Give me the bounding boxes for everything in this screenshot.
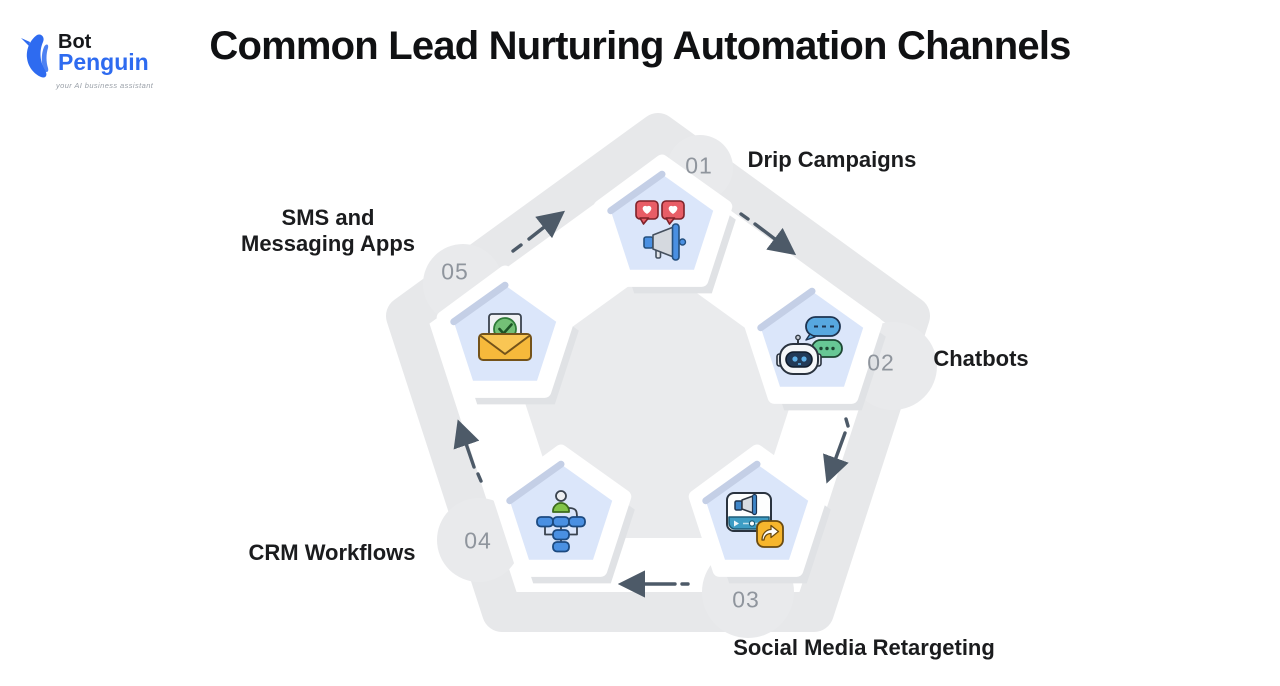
envelope-check-icon xyxy=(478,313,532,361)
arrow-sms-to-drip xyxy=(511,210,566,253)
logo-tagline: your AI business assistant xyxy=(56,81,154,90)
label-drip-campaigns: Drip Campaigns xyxy=(747,147,917,173)
step-number-04: 04 xyxy=(464,527,492,554)
video-ad-share-icon xyxy=(726,492,784,548)
label-social-retargeting: Social Media Retargeting xyxy=(733,635,995,661)
label-sms-messaging: SMS and Messaging Apps xyxy=(241,205,415,256)
workflow-orgchart-icon xyxy=(536,490,586,553)
node-drip-campaigns xyxy=(577,145,747,315)
botpenguin-logo: Bot Penguin your AI business assistant xyxy=(18,30,168,92)
step-number-01: 01 xyxy=(685,152,713,179)
penguin-icon xyxy=(21,34,49,78)
label-crm-workflows: CRM Workflows xyxy=(248,540,416,566)
node-fill xyxy=(610,174,714,270)
logo-text-bot: Bot xyxy=(58,31,92,53)
step-number-02: 02 xyxy=(867,349,895,376)
node-bevel xyxy=(450,281,509,326)
chatbot-icon xyxy=(776,316,843,375)
step-number-05: 05 xyxy=(441,258,469,285)
node-bevel xyxy=(506,460,565,505)
arrow-crm-to-sms xyxy=(453,419,483,483)
node-bevel xyxy=(757,287,816,332)
page-title: Common Lead Nurturing Automation Channel… xyxy=(209,24,1071,68)
logo-text-penguin: Penguin xyxy=(58,49,149,75)
step-number-03: 03 xyxy=(732,586,760,613)
arrow-drip-to-chatbots xyxy=(739,212,797,256)
label-chatbots: Chatbots xyxy=(933,346,1029,372)
megaphone-likes-icon xyxy=(635,200,687,261)
node-bevel xyxy=(607,170,666,215)
arrow-chatbots-to-social xyxy=(823,417,850,484)
node-bevel xyxy=(702,460,761,505)
